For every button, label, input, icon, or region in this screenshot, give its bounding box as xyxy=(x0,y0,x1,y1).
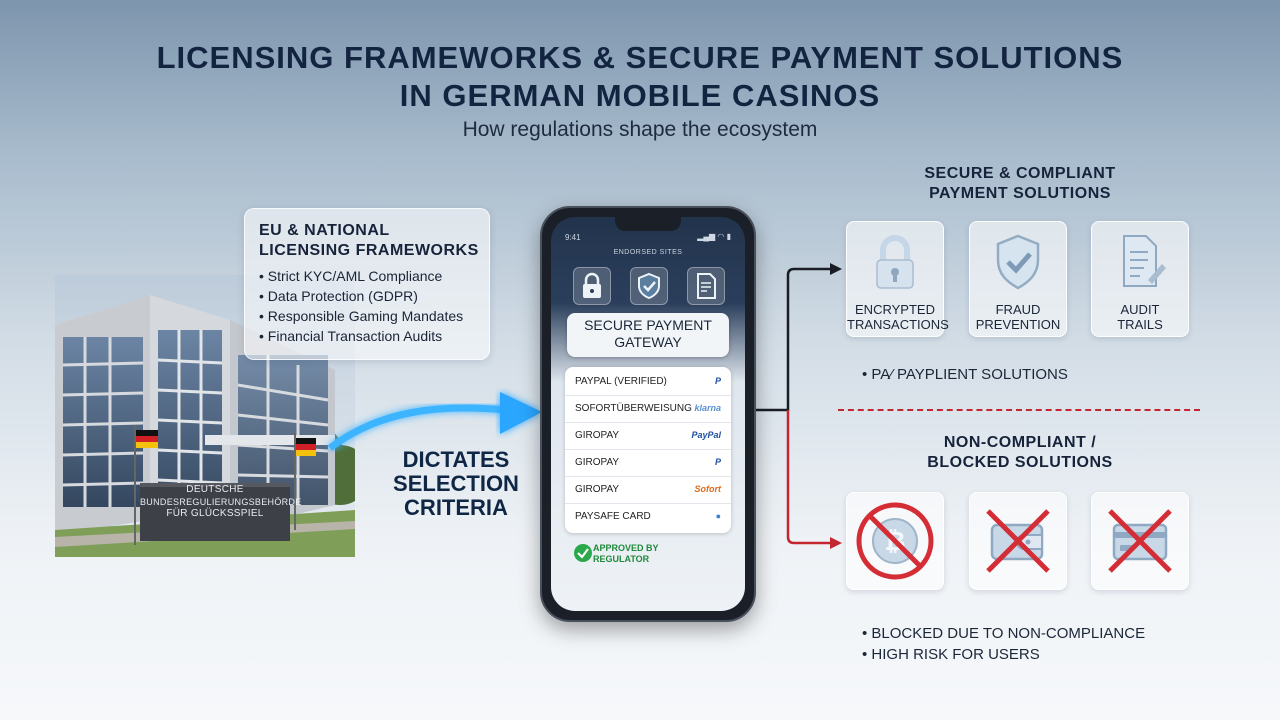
wallet-blocked-icon xyxy=(986,509,1050,573)
approved-line-2: REGULATOR xyxy=(593,554,650,564)
sign-line-2: BUNDESREGULIERUNGSBEHÖRDE xyxy=(140,497,302,507)
tile-label-line-2: PREVENTION xyxy=(975,317,1061,332)
payment-method-row[interactable]: PAYSAFE CARD ● xyxy=(565,504,731,530)
list-item: Data Protection (GDPR) xyxy=(259,286,463,306)
list-item: Responsible Gaming Mandates xyxy=(259,306,463,326)
page-title-line-1: LICENSING FRAMEWORKS & SECURE PAYMENT SO… xyxy=(156,40,1124,75)
payment-brand-logo: PayPal xyxy=(691,430,721,440)
payment-method-row[interactable]: GIROPAY PayPal xyxy=(565,423,731,450)
document-tile[interactable] xyxy=(687,267,725,305)
fraud-prevention-tile[interactable]: FRAUD PREVENTION xyxy=(969,221,1067,337)
gateway-line-1: SECURE PAYMENT xyxy=(584,317,712,333)
tile-label: AUDIT TRAILS xyxy=(1092,302,1188,332)
approved-line-1: APPROVED BY xyxy=(593,543,659,553)
lock-tile[interactable] xyxy=(573,267,611,305)
dictates-selection-criteria-label: DICTATES SELECTION CRITERIA xyxy=(386,448,526,520)
shield-tile[interactable] xyxy=(630,267,668,305)
tile-label-line-1: ENCRYPTED xyxy=(855,302,935,317)
tile-label-line-2: TRANSACTIONS xyxy=(847,317,949,332)
payment-method-row[interactable]: GIROPAY P xyxy=(565,450,731,477)
smartphone-mockup: 9:41 ▂▄▆ ◠ ▮ ENDORSED SITES xyxy=(540,206,756,622)
payment-method-label: GIROPAY xyxy=(575,457,620,468)
payment-method-label: GIROPAY xyxy=(575,484,620,495)
blocked-wallet-tile[interactable] xyxy=(969,492,1067,590)
licensing-title-line-2: LICENSING FRAMEWORKS xyxy=(259,242,479,259)
tile-label-line-1: AUDIT xyxy=(1120,302,1160,317)
list-item: • BLOCKED DUE TO NON-COMPLIANCE xyxy=(862,625,1146,642)
payment-brand-logo: P xyxy=(714,376,721,386)
payment-brand-logo: Sofort xyxy=(694,484,722,494)
encrypted-transactions-tile[interactable]: ENCRYPTED TRANSACTIONS xyxy=(846,221,949,337)
secure-payment-gateway-card: SECURE PAYMENT GATEWAY xyxy=(567,313,729,357)
check-circle-icon xyxy=(574,544,592,562)
section-divider xyxy=(838,409,1200,411)
sign-line-1: DEUTSCHE xyxy=(186,484,244,495)
payment-method-row[interactable]: SOFORTÜBERWEISUNG klarna xyxy=(565,396,731,423)
payment-method-label: PAYSAFE CARD xyxy=(575,511,651,522)
phone-notch xyxy=(615,217,681,231)
status-icons: ▂▄▆ ◠ ▮ xyxy=(697,232,731,241)
blocked-card-tile[interactable] xyxy=(1091,492,1189,590)
connector-line-2: SELECTION xyxy=(393,471,519,496)
sign-line-3: FÜR GLÜCKSSPIEL xyxy=(166,508,264,519)
payment-method-label: PAYPAL (VERIFIED) xyxy=(575,376,667,387)
licensing-frameworks-panel: EU & NATIONAL LICENSING FRAMEWORKS Stric… xyxy=(244,208,490,360)
branch-connector xyxy=(748,263,842,549)
document-pen-icon xyxy=(1123,235,1166,287)
status-time: 9:41 xyxy=(565,233,581,242)
compliant-title-line-2: PAYMENT SOLUTIONS xyxy=(929,185,1111,202)
approved-by-regulator-label: APPROVED BY REGULATOR xyxy=(593,543,659,565)
blocked-section-title: NON-COMPLIANT / BLOCKED SOLUTIONS xyxy=(890,433,1150,473)
payment-brand-logo: ● xyxy=(715,511,721,521)
gateway-line-2: GATEWAY xyxy=(614,334,682,350)
document-pen-icon xyxy=(697,273,716,299)
payment-method-label: SOFORTÜBERWEISUNG xyxy=(575,403,692,414)
regulator-sign: DEUTSCHE BUNDESREGULIERUNGSBEHÖRDE FÜR G… xyxy=(140,484,302,520)
payment-brand-logo: klarna xyxy=(694,403,721,413)
bitcoin-blocked-icon: ₿ xyxy=(856,502,934,580)
page-title-line-2: IN GERMAN MOBILE CASINOS xyxy=(399,78,881,113)
tile-label: ENCRYPTED TRANSACTIONS xyxy=(847,302,949,332)
compliant-title-line-1: SECURE & COMPLIANT xyxy=(924,165,1116,182)
glowing-arrow-icon xyxy=(327,392,542,451)
blocked-title-line-1: NON-COMPLIANT / xyxy=(943,434,1097,451)
page-subtitle: How regulations shape the ecosystem xyxy=(462,118,818,141)
blocked-bullets: • BLOCKED DUE TO NON-COMPLIANCE • HIGH R… xyxy=(862,623,1145,665)
audit-trails-tile[interactable]: AUDIT TRAILS xyxy=(1091,221,1189,337)
tile-label-line-2: TRAILS xyxy=(1117,317,1163,332)
phone-screen: 9:41 ▂▄▆ ◠ ▮ ENDORSED SITES xyxy=(551,217,745,611)
list-item: Strict KYC/AML Compliance xyxy=(259,266,463,286)
compliant-section-title: SECURE & COMPLIANT PAYMENT SOLUTIONS xyxy=(890,164,1150,204)
padlock-icon xyxy=(583,272,601,298)
payment-methods-list: PAYPAL (VERIFIED) P SOFORTÜBERWEISUNG kl… xyxy=(565,367,731,533)
app-name: ENDORSED SITES xyxy=(613,249,683,256)
padlock-icon xyxy=(876,235,914,289)
compliant-bullet: • PA⁄ PAYPLIENT SOLUTIONS xyxy=(862,366,1068,383)
payment-brand-logo: P xyxy=(714,457,721,467)
shield-check-icon xyxy=(638,272,660,300)
tile-label: FRAUD PREVENTION xyxy=(970,302,1066,332)
card-blocked-icon xyxy=(1108,509,1172,573)
connector-line-3: CRITERIA xyxy=(404,495,508,520)
list-item: Financial Transaction Audits xyxy=(259,326,463,346)
payment-method-row[interactable]: PAYPAL (VERIFIED) P xyxy=(565,369,731,396)
licensing-panel-title: EU & NATIONAL LICENSING FRAMEWORKS xyxy=(259,221,479,261)
licensing-requirements-list: Strict KYC/AML Compliance Data Protectio… xyxy=(259,266,463,346)
blocked-title-line-2: BLOCKED SOLUTIONS xyxy=(927,454,1113,471)
payment-method-row[interactable]: GIROPAY Sofort xyxy=(565,477,731,504)
shield-check-icon xyxy=(996,234,1040,290)
list-item: • HIGH RISK FOR USERS xyxy=(862,646,1040,663)
tile-label-line-1: FRAUD xyxy=(995,302,1041,317)
licensing-title-line-1: EU & NATIONAL xyxy=(259,222,390,239)
blocked-crypto-tile[interactable]: ₿ xyxy=(846,492,944,590)
payment-method-label: GIROPAY xyxy=(575,430,620,441)
connector-line-1: DICTATES xyxy=(402,447,510,472)
